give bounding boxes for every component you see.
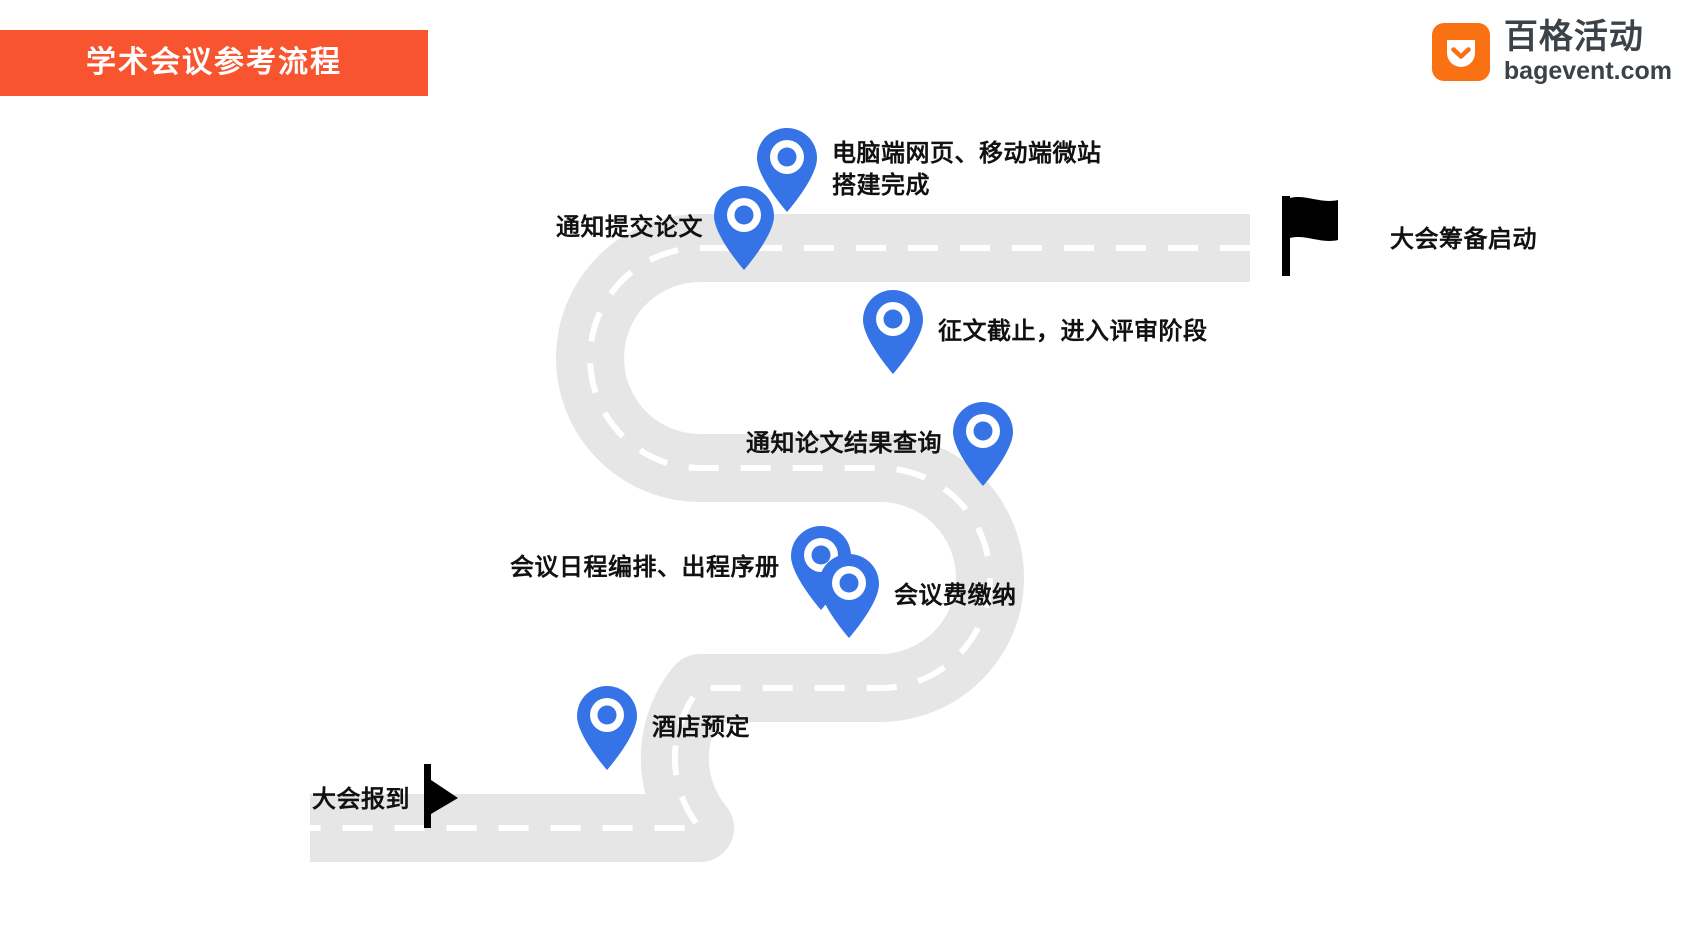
logo-name-cn: 百格活动 [1503,18,1644,56]
milestone-label-hotel-booking: 酒店预定 [652,714,750,742]
bagevent-pocket-logo-icon [1431,23,1490,81]
milestone-label-notify-paper-submission: 通知提交论文 [556,214,703,242]
milestone-label-notify-paper-result: 通知论文结果查询 [746,430,942,458]
logo-name-en: bagevent.com [1503,57,1672,85]
milestone-label-agenda-proceedings: 会议日程编排、出程序册 [510,554,780,582]
milestone-notify-paper-submission: 通知提交论文 [556,184,775,272]
flag-label-start: 大会筹备启动 [1390,225,1537,253]
milestone-agenda-proceedings: 会议日程编排、出程序册 [510,524,852,612]
milestone-notify-paper-result: 通知论文结果查询 [746,400,1014,488]
flag-label-finish: 大会报到 [312,785,410,813]
milestone-conference-fee: 会议费缴纳 [818,552,1017,640]
milestone-hotel-booking: 酒店预定 [576,684,750,772]
map-pin-icon [756,126,818,214]
milestone-label-conference-fee: 会议费缴纳 [894,582,1017,610]
logo-wordmark: 百格活动 bagevent.com [1504,20,1672,84]
flag-node-finish: 大会报到 [312,764,464,828]
milestone-website-built: 电脑端网页、移动端微站 搭建完成 [756,126,1102,214]
map-pin-icon [952,400,1014,488]
map-pin-icon [862,288,924,376]
milestone-submission-deadline-review: 征文截止，进入评审阶段 [862,288,1208,376]
page-title-banner: 学术会议参考流程 [0,30,428,96]
map-pin-icon [576,684,638,772]
milestone-label-submission-deadline-review: 征文截止，进入评审阶段 [938,318,1208,346]
milestone-label-website-built: 电脑端网页、移动端微站 搭建完成 [832,140,1102,199]
map-pin-icon [818,552,880,640]
finish-flag-icon [424,764,464,828]
flag-node-start: 大会筹备启动 [1282,196,1537,276]
map-pin-icon [713,184,775,272]
start-flag-icon [1282,196,1342,276]
brand-logo: 百格活动 bagevent.com [1431,20,1672,84]
page-title: 学术会议参考流程 [86,46,342,79]
